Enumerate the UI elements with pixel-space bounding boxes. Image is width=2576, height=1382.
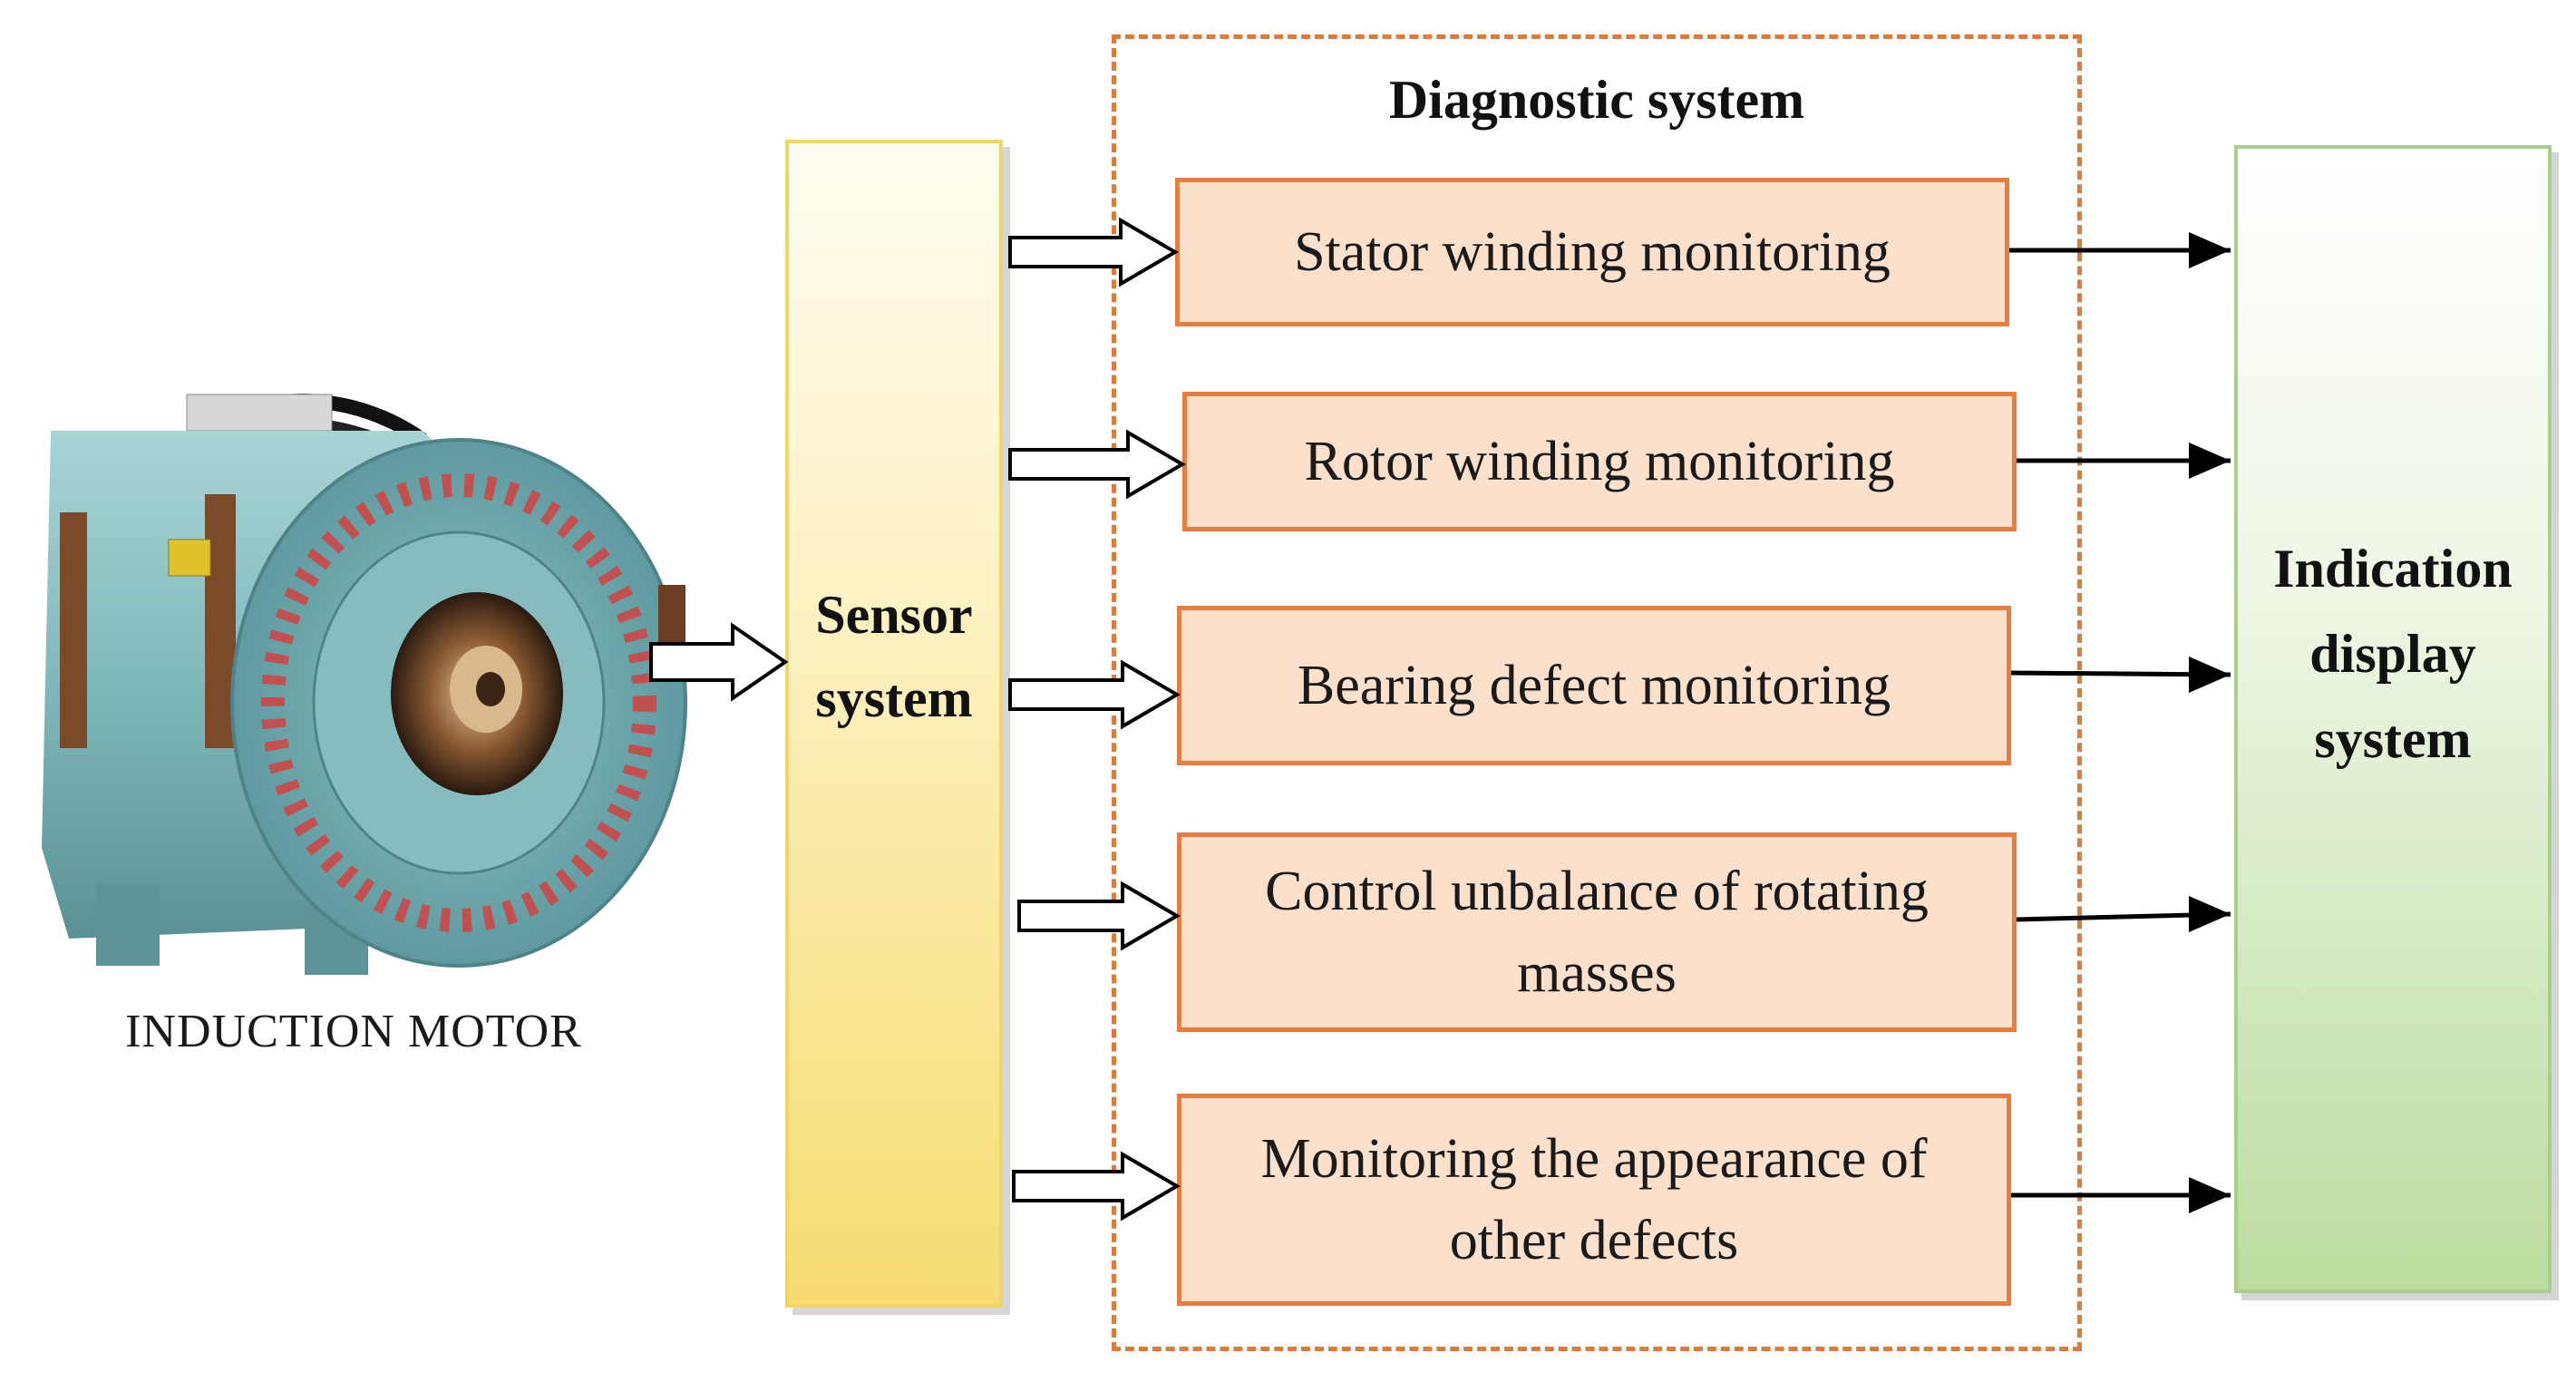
sensor-system-label: Sensor system: [785, 573, 1003, 740]
arrow-motor-to-sensor: [649, 622, 789, 702]
arrow-sensor-to-module-1: [1008, 217, 1179, 287]
module-other-defects: Monitoring the appearance of other defec…: [1177, 1094, 2011, 1306]
sensor-label-line2: system: [815, 668, 973, 728]
arrowhead-4: [2189, 896, 2231, 932]
arrow-sensor-to-module-5: [1012, 1151, 1181, 1221]
display-label-line1: Indication: [2273, 539, 2513, 599]
sensor-label-line1: Sensor: [815, 585, 973, 645]
display-label-line3: system: [2314, 709, 2472, 769]
module-rotor-winding: Rotor winding monitoring: [1182, 392, 2017, 531]
module-stator-winding: Stator winding monitoring: [1175, 178, 2009, 326]
induction-motor-image: [42, 394, 687, 975]
indication-display-box: [2234, 145, 2552, 1293]
arrowhead-2: [2189, 443, 2231, 479]
arrow-sensor-to-module-2: [1008, 429, 1186, 500]
sensor-system-box: [785, 140, 1003, 1308]
arrowhead-5: [2189, 1177, 2231, 1213]
motor-caption: INDUCTION MOTOR: [125, 1006, 582, 1057]
display-label-line2: display: [2309, 624, 2476, 684]
module-unbalance-control: Control unbalance of rotating masses: [1177, 832, 2017, 1032]
diagnostic-system-title: Diagnostic system: [1388, 70, 1805, 130]
arrow-sensor-to-module-4: [1017, 881, 1181, 951]
arrowhead-1: [2189, 232, 2231, 268]
indication-display-label: Indication display system: [2234, 526, 2552, 782]
arrowhead-3: [2189, 657, 2231, 693]
module-bearing-defect: Bearing defect monitoring: [1177, 606, 2011, 765]
arrow-sensor-to-module-3: [1008, 659, 1181, 730]
